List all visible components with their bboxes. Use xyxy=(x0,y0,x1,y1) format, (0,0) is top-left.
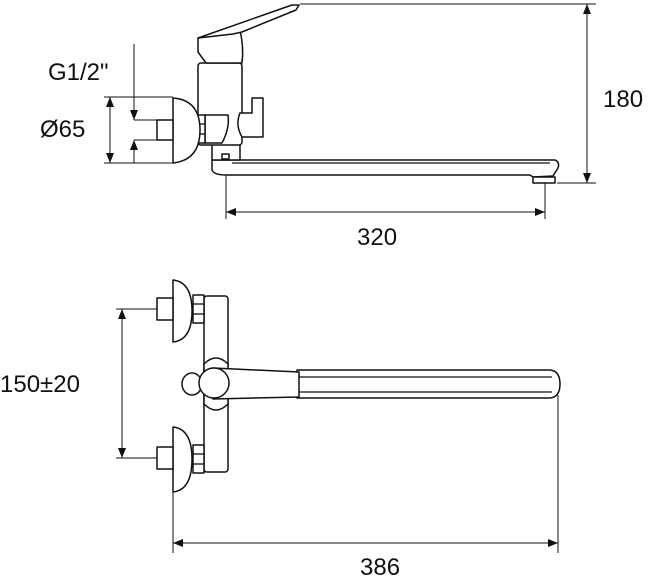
dimension-label-spout-reach: 320 xyxy=(357,224,397,251)
dimension-label-diameter: Ø65 xyxy=(40,116,85,143)
handle-hub xyxy=(198,367,230,399)
aerator xyxy=(532,176,556,184)
dimension-label-inlet-spacing: 150±20 xyxy=(0,371,80,398)
dimension-overall-length: 386 xyxy=(172,395,559,578)
upper-escutcheon xyxy=(172,279,193,343)
eccentric-connector xyxy=(204,114,230,144)
dimension-label-thread: G1/2" xyxy=(48,59,109,86)
side-view: 180 320 Ø65 G1/2" xyxy=(40,3,643,251)
handle-lever xyxy=(197,4,300,39)
dimension-escutcheon-diameter: Ø65 xyxy=(40,96,173,164)
upper-nut xyxy=(192,294,205,324)
dimension-thread: G1/2" xyxy=(48,44,157,163)
diverter-knob xyxy=(237,97,264,138)
lower-nut xyxy=(192,444,205,474)
lower-escutcheon xyxy=(172,426,193,493)
lower-pipe-stub xyxy=(156,446,174,470)
escutcheon xyxy=(172,97,201,164)
dimension-inlet-spacing: 150±20 xyxy=(0,308,157,459)
upper-pipe-stub xyxy=(156,297,174,321)
dimension-spout-reach: 320 xyxy=(225,175,546,251)
pipe-stub xyxy=(156,119,174,141)
dimension-label-height: 180 xyxy=(603,86,643,113)
dimension-height: 180 xyxy=(300,3,643,184)
front-view: 150±20 386 xyxy=(0,279,561,578)
spout-front xyxy=(296,369,561,399)
dimension-label-overall-length: 386 xyxy=(360,554,400,578)
